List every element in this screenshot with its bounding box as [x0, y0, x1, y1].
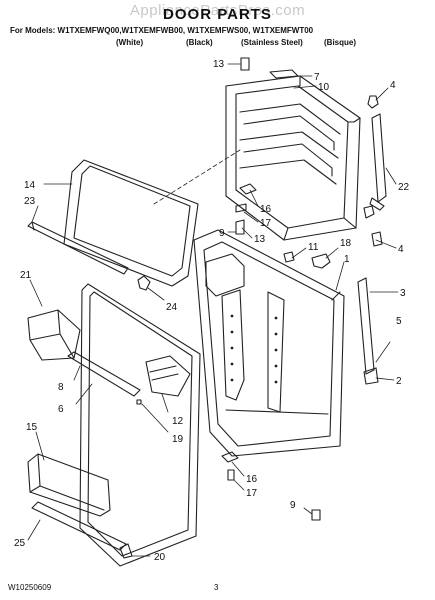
- finish-bisque: (Bisque): [324, 38, 356, 47]
- finish-black: (Black): [186, 38, 213, 47]
- hinge-22: [369, 113, 387, 211]
- callout-label: 5: [396, 316, 402, 327]
- leader-dashed-freezer: [153, 149, 241, 205]
- dairy-bin: [27, 309, 81, 361]
- callout-label: 4: [398, 244, 404, 255]
- callout-label: 11: [308, 242, 319, 253]
- freezer-gasket: [63, 159, 199, 287]
- door-liner-holes: [230, 314, 278, 384]
- page-number: 3: [214, 583, 219, 592]
- callout-label: 22: [398, 182, 410, 193]
- callout-label: 16: [260, 204, 272, 215]
- finish-stainless-steel: (Stainless Steel): [241, 38, 303, 47]
- door-shelf-8: [67, 351, 141, 397]
- callout-label: 2: [396, 376, 402, 387]
- callout-label: 12: [172, 416, 184, 427]
- callout-label: 21: [20, 270, 32, 281]
- door-bin-15: [27, 453, 111, 517]
- fresh-food-door: [193, 229, 345, 457]
- freezer-shelf-strip: [27, 221, 129, 275]
- callout-labels: 13 7 10 4 22 16 17 9 13 11 18 1 4 3 5 2 …: [14, 59, 410, 563]
- watermark: AppliancePartsPros.com: [129, 2, 306, 19]
- models-line: For Models: W1TXEMFWQ00,W1TXEMFWB00, W1T…: [10, 26, 314, 35]
- small-fasteners: [235, 57, 383, 269]
- callout-label: 19: [172, 434, 184, 445]
- bracket-24: [137, 275, 151, 291]
- callout-label: 18: [340, 238, 352, 249]
- callout-label: 6: [58, 404, 64, 415]
- fresh-food-gasket: [79, 283, 201, 567]
- callout-label: 15: [26, 422, 38, 433]
- door-bin-12: [145, 355, 191, 397]
- callout-label: 13: [254, 234, 266, 245]
- callout-label: 1: [344, 254, 350, 265]
- callout-label: 10: [318, 82, 330, 93]
- freezer-door: [225, 75, 361, 241]
- finish-white: (White): [116, 38, 144, 47]
- callout-label: 24: [166, 302, 178, 313]
- callout-label: 17: [246, 488, 258, 499]
- callout-label: 9: [290, 500, 296, 511]
- callout-label: 3: [400, 288, 406, 299]
- callout-label: 17: [260, 218, 272, 229]
- callout-label: 9: [219, 228, 225, 239]
- callout-label: 20: [154, 552, 166, 563]
- callout-label: 7: [314, 72, 320, 83]
- page-title: DOOR PARTS: [163, 6, 272, 23]
- callout-label: 4: [390, 80, 396, 91]
- callout-label: 25: [14, 538, 26, 549]
- callout-label: 14: [24, 180, 36, 191]
- callout-label: 23: [24, 196, 36, 207]
- callout-label: 16: [246, 474, 258, 485]
- callout-label: 8: [58, 382, 64, 393]
- bottom-strip-25: [31, 501, 127, 551]
- leader-lines: [27, 63, 399, 557]
- hinge-3: [357, 277, 379, 385]
- document-number: W10250609: [8, 583, 52, 592]
- callout-label: 13: [213, 59, 225, 70]
